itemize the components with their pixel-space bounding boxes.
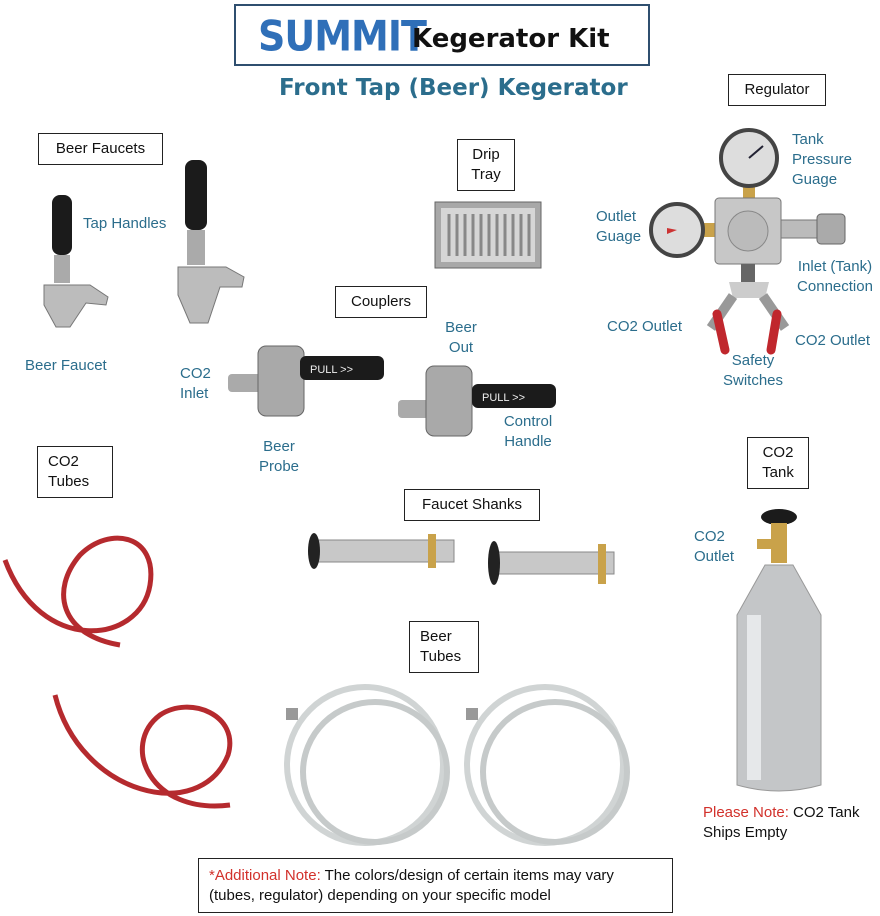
section-beer-faucets: Beer Faucets xyxy=(38,133,163,165)
section-couplers: Couplers xyxy=(335,286,427,318)
label-co2-outlet-left: CO2 Outlet xyxy=(607,318,683,335)
pull-text: PULL >> xyxy=(482,392,525,404)
section-regulator: Regulator xyxy=(728,74,826,106)
section-co2-tank: CO2 Tank xyxy=(747,437,809,489)
beer-faucet-image xyxy=(43,160,245,328)
pull-text: PULL >> xyxy=(310,364,353,376)
co2-tank-image xyxy=(736,509,822,792)
tank-note: Please Note: CO2 Tank Ships Empty xyxy=(703,803,878,843)
coupler-left-image: PULL >> xyxy=(228,345,384,417)
label-tank-co2-outlet: CO2 Outlet xyxy=(694,528,735,565)
tank-note-prefix: Please Note: xyxy=(703,804,789,821)
co2-tubes-image xyxy=(2,535,233,809)
header-box xyxy=(234,4,650,66)
tank-note-text: CO2 Tank Ships Empty xyxy=(703,804,860,841)
label-beer-faucet: Beer Faucet xyxy=(25,357,107,374)
label-control-handle: Control Handle xyxy=(503,413,553,450)
coupler-right-image: PULL >> xyxy=(398,365,556,437)
label-outlet-gauge: Outlet Guage xyxy=(596,208,642,245)
additional-note-box: *Additional Note: The colors/design of c… xyxy=(198,858,673,913)
section-faucet-shanks: Faucet Shanks xyxy=(404,489,540,521)
drip-tray-image xyxy=(434,201,542,269)
section-beer-tubes: Beer Tubes xyxy=(409,621,479,673)
page-title: Kegerator Kit xyxy=(412,24,610,54)
faucet-shanks-image xyxy=(308,533,615,585)
label-co2-outlet-right: CO2 Outlet xyxy=(795,332,871,349)
section-co2-tubes: CO2 Tubes xyxy=(37,446,113,498)
regulator-image xyxy=(649,128,846,355)
label-safety-switches: Safety Switches xyxy=(722,352,784,389)
section-drip-tray: Drip Tray xyxy=(457,139,515,191)
label-inlet-connection: Inlet (Tank) Connection xyxy=(797,258,873,295)
additional-note-prefix: *Additional Note: xyxy=(209,867,321,884)
page-subtitle: Front Tap (Beer) Kegerator xyxy=(279,75,628,101)
beer-tubes-image xyxy=(284,684,630,846)
summit-logo: SUMMIT xyxy=(258,11,427,61)
label-co2-inlet: CO2 Inlet xyxy=(180,365,211,402)
label-tank-pressure-gauge: Tank Pressure Guage xyxy=(792,131,853,188)
label-beer-probe: Beer Probe xyxy=(258,438,300,475)
label-beer-out: Beer Out xyxy=(445,319,477,356)
label-tap-handles: Tap Handles xyxy=(83,215,167,232)
additional-note-text: The colors/design of certain items may v… xyxy=(209,867,614,904)
